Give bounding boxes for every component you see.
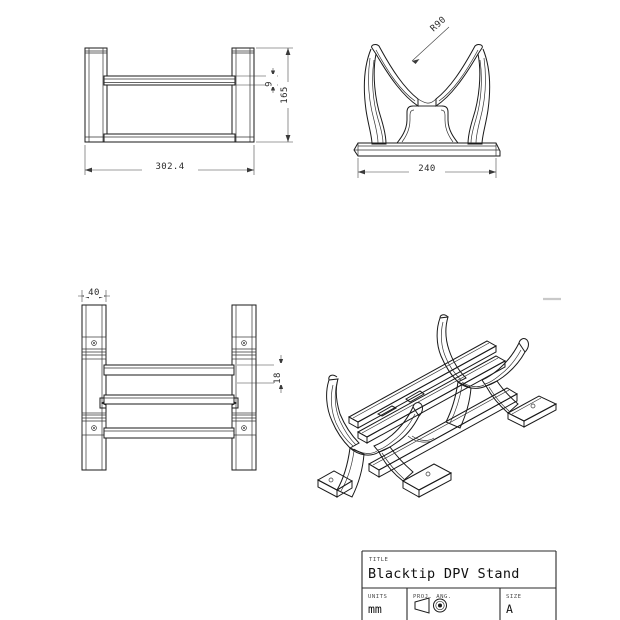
dim-302-4: 302.4 bbox=[84, 145, 255, 175]
dim-240: 240 bbox=[357, 158, 497, 178]
side-view-lower-rail bbox=[103, 133, 236, 143]
plan-view: 40 18 bbox=[78, 287, 286, 471]
plan-view-right-post bbox=[231, 304, 257, 471]
plan-view-rail-middle bbox=[103, 394, 235, 405]
isometric-view bbox=[316, 314, 558, 498]
dim-165-label: 165 bbox=[280, 86, 290, 103]
size-field-label: SIZE bbox=[506, 594, 522, 600]
front-elevation-view: R90 240 bbox=[353, 15, 501, 178]
title-field-value[interactable]: Blacktip DPV Stand bbox=[368, 566, 520, 582]
iso-rails bbox=[347, 340, 519, 478]
dim-r90: R90 bbox=[411, 15, 450, 64]
title-block: TITLE Blacktip DPV Stand UNITS mm PROJ. … bbox=[361, 550, 557, 620]
units-field-value[interactable]: mm bbox=[368, 602, 382, 616]
dim-302-4-label: 302.4 bbox=[155, 162, 184, 172]
dim-240-label: 240 bbox=[418, 164, 435, 174]
iso-front-saddle bbox=[316, 374, 453, 498]
title-field-label: TITLE bbox=[369, 557, 388, 563]
dim-40: 40 bbox=[78, 287, 110, 302]
side-view-right-post bbox=[231, 47, 255, 143]
dim-165: 165 bbox=[256, 47, 293, 143]
dim-r90-label: R90 bbox=[429, 15, 449, 34]
dim-40-label: 40 bbox=[88, 288, 100, 298]
plan-view-left-post bbox=[81, 304, 107, 471]
first-angle-projection-symbol bbox=[414, 597, 447, 614]
front-view-saddle-right bbox=[435, 44, 491, 145]
units-field-label: UNITS bbox=[368, 594, 387, 600]
side-view-upper-rail bbox=[103, 75, 236, 86]
dim-18-label: 18 bbox=[273, 372, 283, 384]
plan-view-rail-lower bbox=[103, 427, 235, 439]
side-elevation-view: 302.4 165 9 bbox=[84, 47, 293, 175]
projection-field-label: PROJ. ANG. bbox=[413, 594, 452, 600]
side-view-left-post bbox=[84, 47, 108, 143]
size-field-value[interactable]: A bbox=[506, 602, 513, 616]
dim-18: 18 bbox=[237, 355, 286, 393]
front-view-central-pedestal bbox=[395, 105, 460, 144]
dim-9: 9 bbox=[236, 68, 278, 93]
front-view-base-plate bbox=[353, 142, 501, 157]
front-view-cradle-seat bbox=[417, 98, 437, 104]
front-view-saddle-left bbox=[363, 44, 419, 145]
dim-9-label: 9 bbox=[265, 81, 275, 87]
plan-view-rail-upper bbox=[103, 364, 235, 376]
